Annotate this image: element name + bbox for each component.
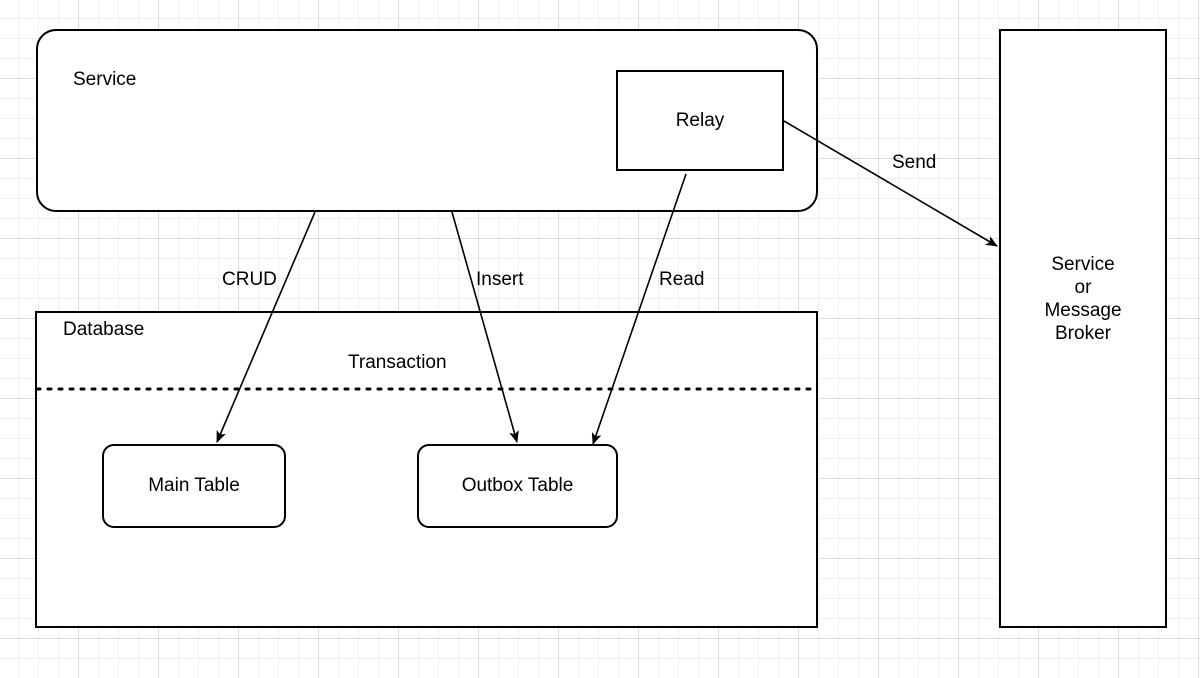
broker-label-line: Message (1044, 300, 1122, 321)
main-table-node: Main Table (102, 444, 286, 528)
insert-edge-label: Insert (476, 269, 524, 290)
crud-edge-label: CRUD (222, 269, 277, 290)
service-label: Service (73, 69, 137, 90)
read-edge-label: Read (659, 269, 705, 290)
broker-label: Service or Message Broker (1044, 253, 1121, 345)
broker-label-line: Broker (1055, 323, 1111, 344)
read-arrow (591, 173, 687, 445)
transaction-label: Transaction (348, 352, 447, 373)
broker-label-line: Service (1051, 254, 1115, 275)
send-arrow (783, 120, 998, 247)
send-edge-label: Send (892, 152, 937, 173)
outbox-table-node: Outbox Table (417, 444, 618, 528)
database-label: Database (63, 319, 145, 340)
main-table-label: Main Table (148, 475, 240, 496)
relay-label: Relay (675, 109, 725, 131)
outbox-table-label: Outbox Table (461, 475, 574, 496)
broker-node: Service or Message Broker (999, 29, 1167, 628)
insert-arrow (451, 211, 519, 443)
broker-label-line: or (1074, 277, 1092, 298)
relay-node: Relay (616, 70, 784, 171)
crud-arrow (216, 211, 316, 443)
